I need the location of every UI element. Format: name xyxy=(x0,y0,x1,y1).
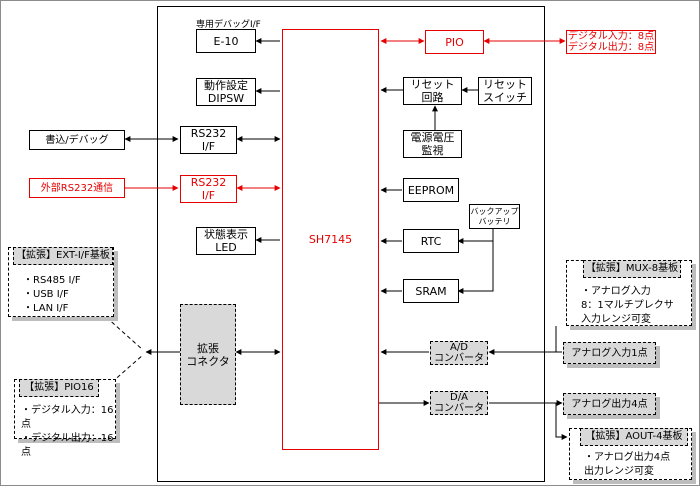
pio-block: PIO xyxy=(425,30,484,54)
ext-rs232-block: 外部RS232通信 xyxy=(29,178,125,198)
battery-line1: バックアップ xyxy=(470,206,519,216)
voltage-monitor-line2: 監視 xyxy=(421,144,444,157)
dipsw-line1: 動作設定 xyxy=(204,79,248,92)
connector-line1: 拡張 xyxy=(197,341,219,355)
rs232-block-2: RS232 I/F xyxy=(180,175,237,203)
reset-switch-line2: スイッチ xyxy=(483,91,527,104)
eeprom-block: EEPROM xyxy=(403,178,459,202)
debugger-label: 書込/デバッグ xyxy=(45,134,109,146)
pio-label: PIO xyxy=(445,35,464,49)
led-line2: LED xyxy=(215,241,237,254)
digital-out-label: デジタル出力：8点 xyxy=(567,42,655,53)
rtc-block: RTC xyxy=(403,229,459,253)
aout4-panel: 【拡張】AOUT-4基板 ・アナログ出力4点 出力レンジ可変 xyxy=(569,428,692,480)
analog-out-label: アナログ出力4点 xyxy=(571,398,648,410)
adc-block: A/D コンバータ xyxy=(430,341,488,365)
battery-line2: バッテリ xyxy=(478,216,511,226)
dipsw-line2: DIPSW xyxy=(207,92,245,105)
ext-rs232-label: 外部RS232通信 xyxy=(40,182,114,194)
reset-circuit-line2: 回路 xyxy=(421,91,444,104)
dipsw-block: 動作設定 DIPSW xyxy=(196,78,256,106)
eeprom-label: EEPROM xyxy=(407,183,455,197)
voltage-monitor-line1: 電源電圧 xyxy=(410,131,455,144)
sram-label: SRAM xyxy=(415,284,447,298)
ext-if-items: ・RS485 I/F ・USB I/F ・LAN I/F xyxy=(23,275,81,314)
dac-line2: コンバータ xyxy=(434,403,484,414)
rs232-block-1: RS232 I/F xyxy=(180,126,237,154)
mcu-label: SH7145 xyxy=(308,233,353,246)
pio16-title: 【拡張】PIO16 xyxy=(19,379,99,397)
battery-link xyxy=(457,229,494,294)
digital-io-block: デジタル入力：8点 デジタル出力：8点 xyxy=(566,30,656,54)
reset-circuit-line1: リセット xyxy=(410,78,455,91)
led-line1: 状態表示 xyxy=(204,228,248,241)
ext-if-title: 【拡張】EXT-I/F基板 xyxy=(13,247,113,265)
reset-switch-block: リセット スイッチ xyxy=(478,77,532,105)
dac-aout4-link xyxy=(555,403,568,440)
digital-in-label: デジタル入力：8点 xyxy=(567,31,655,42)
e10-block: E-10 xyxy=(196,29,256,53)
ext-if-panel: 【拡張】EXT-I/F基板 ・RS485 I/F ・USB I/F ・LAN I… xyxy=(8,247,114,317)
dac-block: D/A コンバータ xyxy=(430,391,488,415)
backup-battery-block: バックアップ バッテリ xyxy=(469,204,520,229)
reset-circuit-block: リセット 回路 xyxy=(403,77,462,105)
analog-in-label: アナログ入力1点 xyxy=(571,347,648,359)
reset-switch-line1: リセット xyxy=(483,78,527,91)
analog-out-block: アナログ出力4点 xyxy=(563,393,656,415)
e10-label: E-10 xyxy=(213,34,239,48)
mux8-panel: 【拡張】MUX-8基板 ・アナログ入力 8：1マルチプレクサ 入力レンジ可変 xyxy=(566,260,692,326)
expansion-connector: 拡張 コネクタ xyxy=(180,304,236,405)
rs232-2-line1: RS232 xyxy=(190,176,227,189)
voltage-monitor-block: 電源電圧 監視 xyxy=(403,130,462,158)
led-block: 状態表示 LED xyxy=(196,227,256,255)
mux8-title: 【拡張】MUX-8基板 xyxy=(583,260,681,278)
rs232-1-line2: I/F xyxy=(201,140,216,153)
rs232-2-line2: I/F xyxy=(201,189,216,202)
pio16-panel: 【拡張】PIO16 ・デジタル入力：16点 ・デジタル出力：16点 xyxy=(14,379,116,458)
connector-line2: コネクタ xyxy=(186,354,230,368)
rs232-1-line1: RS232 xyxy=(190,127,227,140)
mcu-block: SH7145 xyxy=(282,29,379,450)
rtc-label: RTC xyxy=(420,234,442,248)
sram-block: SRAM xyxy=(403,279,459,303)
debug-if-label: 専用デバッグI/F xyxy=(196,20,261,30)
dac-line1: D/A xyxy=(450,392,468,403)
analog-in-block: アナログ入力1点 xyxy=(563,342,656,364)
aout4-items: ・アナログ出力4点 出力レンジ可変 xyxy=(584,452,671,477)
pio16-items: ・デジタル入力：16点 ・デジタル出力：16点 xyxy=(21,405,114,458)
aout4-title: 【拡張】AOUT-4基板 xyxy=(580,428,688,446)
debugger-block: 書込/デバッグ xyxy=(29,130,125,150)
mux8-items: ・アナログ入力 8：1マルチプレクサ 入力レンジ可変 xyxy=(581,286,674,325)
adc-line1: A/D xyxy=(450,342,468,353)
adc-line2: コンバータ xyxy=(434,353,484,364)
